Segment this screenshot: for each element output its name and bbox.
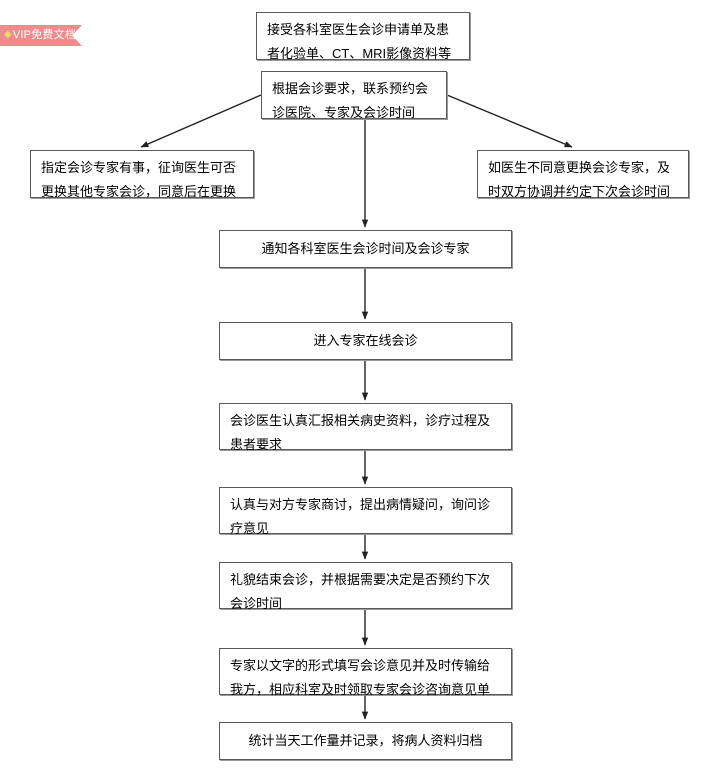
flow-node-report-history: 会诊医生认真汇报相关病史资料，诊疗过程及患者要求 (219, 403, 512, 452)
flow-node-daily-statistics: 统计当天工作量并记录，将病人资料归档 (219, 722, 512, 760)
edge-n2-n3 (140, 94, 262, 148)
flow-node-expert-unavailable: 指定会诊专家有事，征询医生可否更换其他专家会诊，同意后在更换 (30, 150, 254, 199)
flow-node-enter-online-consultation: 进入专家在线会诊 (219, 322, 512, 360)
flow-node-receive-request: 接受各科室医生会诊申请单及患者化验单、CT、MRI影像资料等 (256, 12, 470, 61)
flow-node-book-consultation: 根据会诊要求，联系预约会诊医院、专家及会诊时间 (261, 71, 447, 120)
diamond-icon: ◆ (4, 29, 12, 40)
vip-badge: ◆VIP免费文档 (0, 25, 82, 46)
edge-n2-n4 (446, 94, 573, 148)
flow-node-end-consultation: 礼貌结束会诊，并根据需要决定是否预约下次会诊时间 (219, 562, 512, 611)
vip-badge-label: VIP免费文档 (12, 29, 77, 41)
flow-node-reschedule: 如医生不同意更换会诊专家，及时双方协调并约定下次会诊时间 (477, 150, 689, 199)
flow-node-discuss-with-expert: 认真与对方专家商讨，提出病情疑问，询问诊疗意见 (219, 487, 512, 536)
flow-node-expert-written-opinion: 专家以文字的形式填写会诊意见并及时传输给我方，相应科室及时领取专家会诊咨询意见单 (219, 648, 512, 697)
flow-node-notify-doctors: 通知各科室医生会诊时间及会诊专家 (219, 230, 512, 268)
